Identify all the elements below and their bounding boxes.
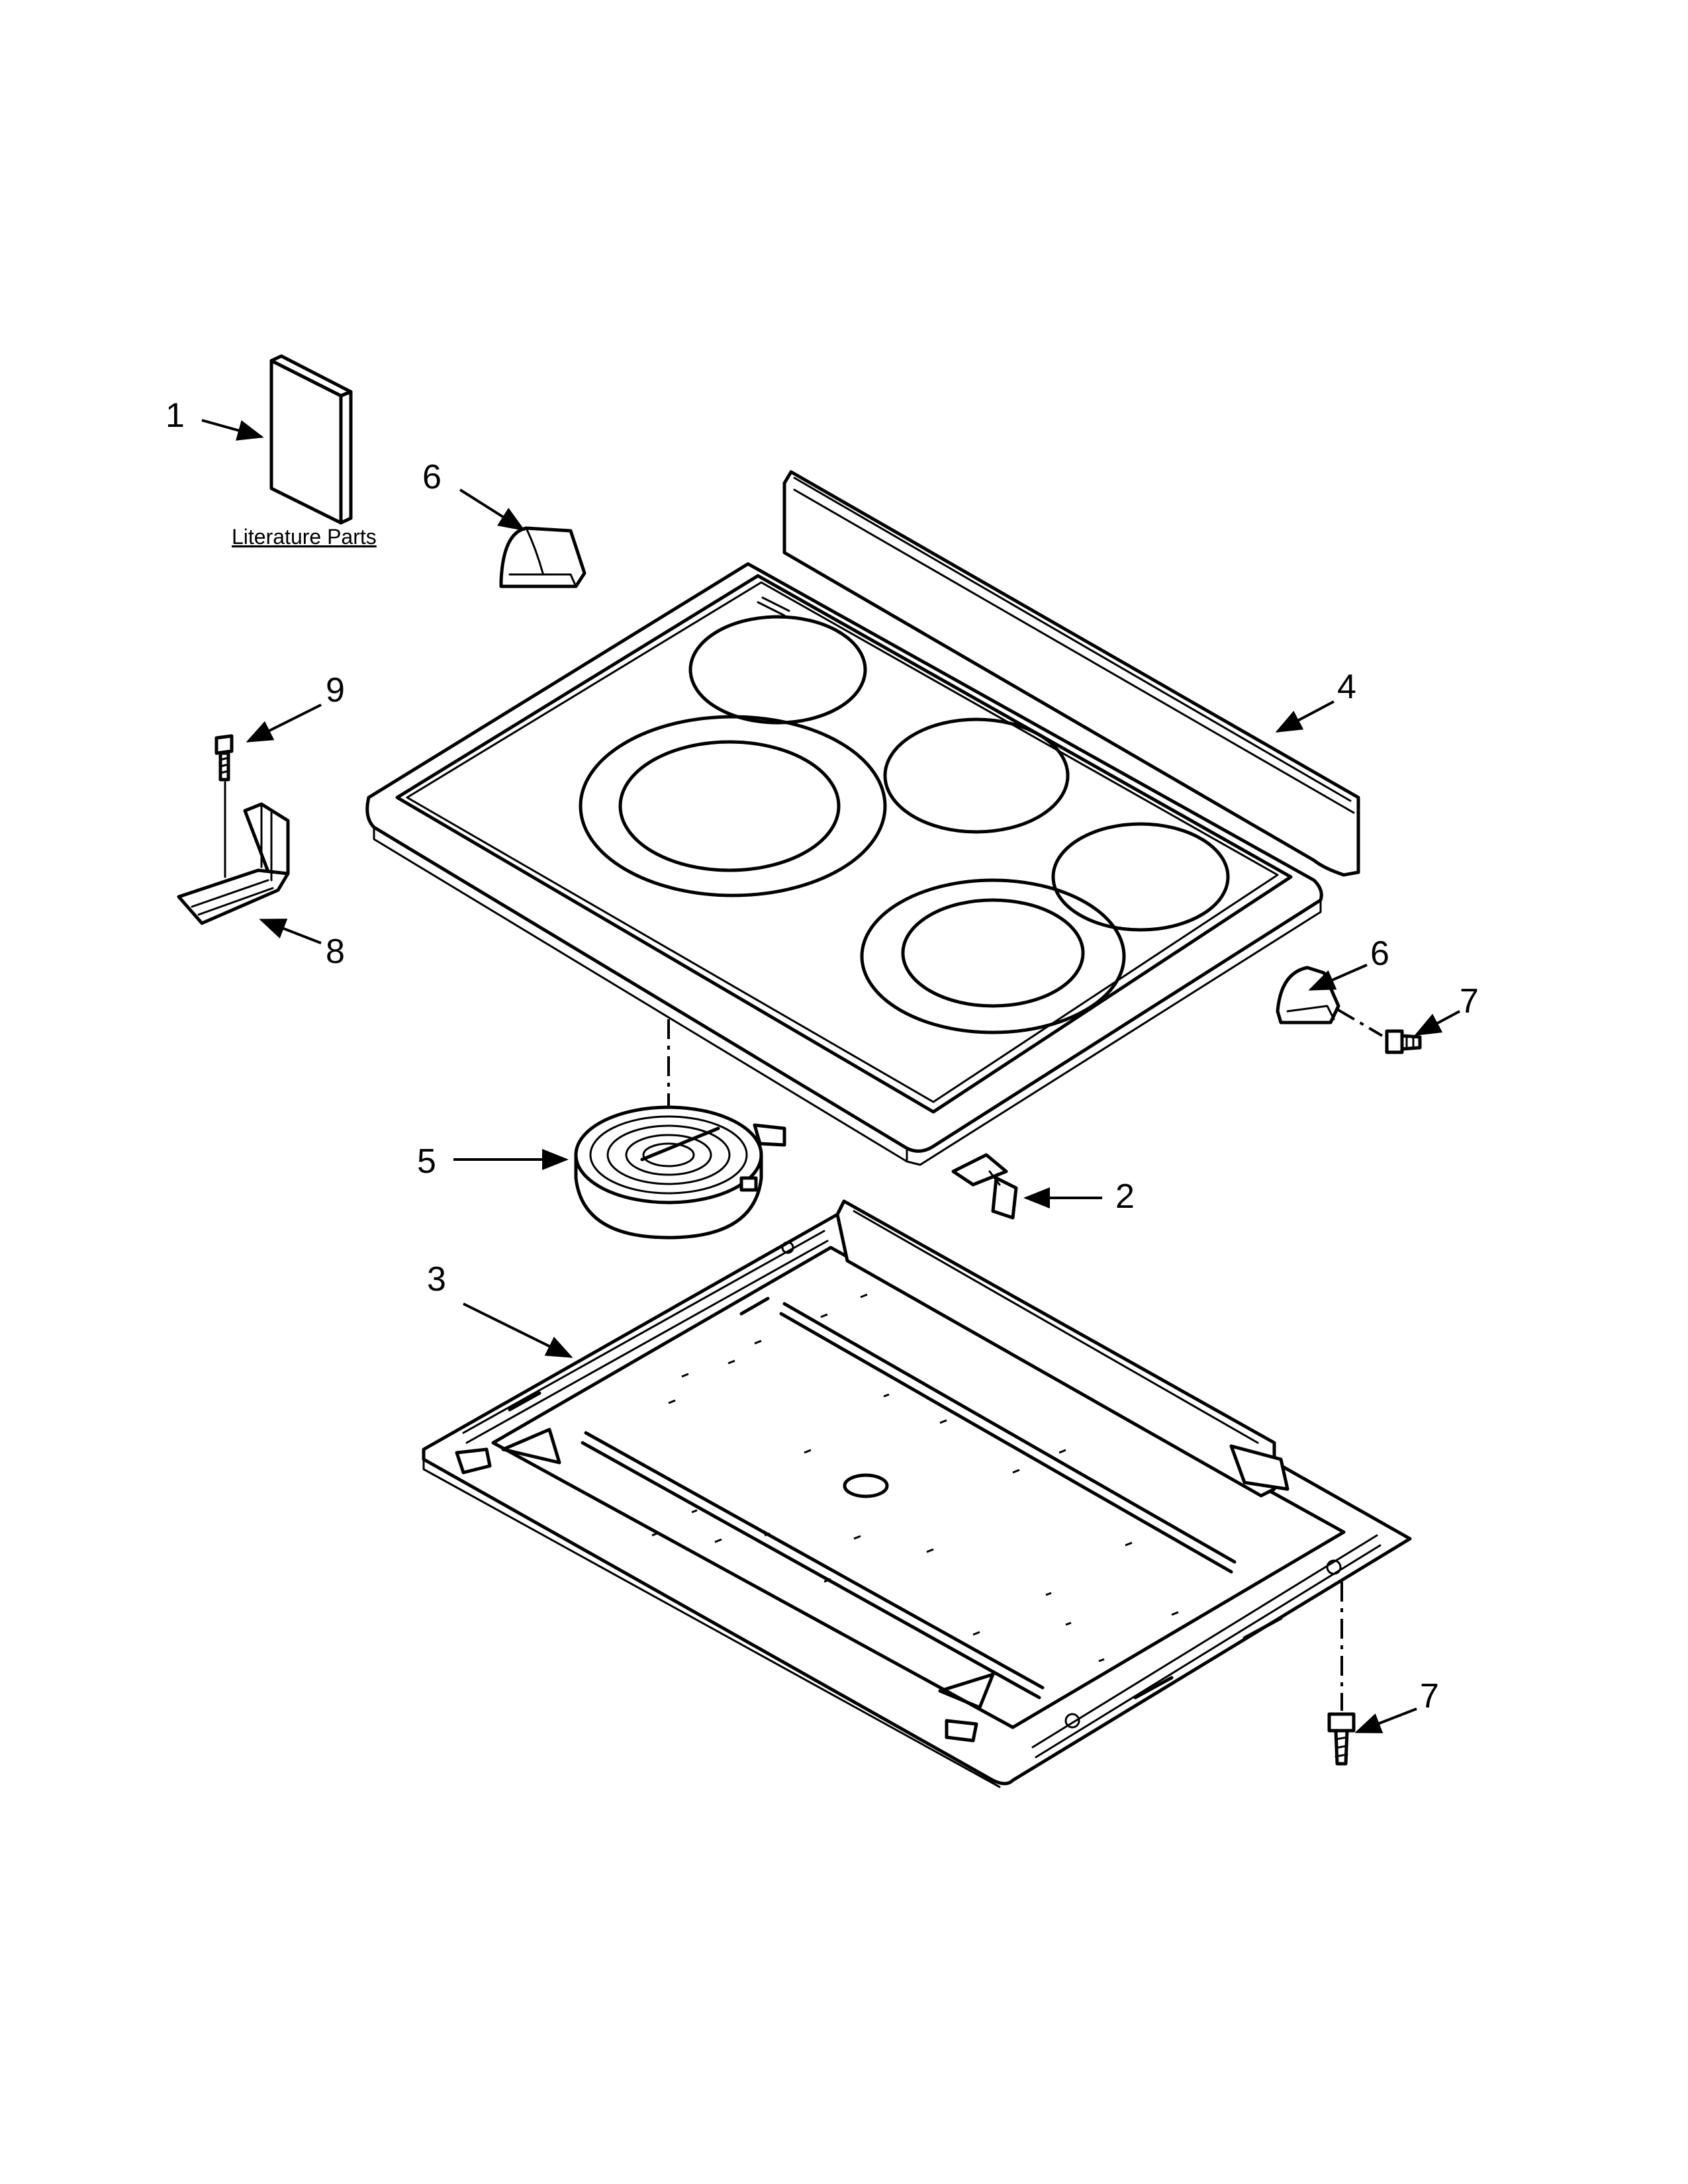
callout-5: 5 xyxy=(417,1142,436,1181)
literature-booklet xyxy=(269,354,353,525)
callout-8: 8 xyxy=(326,933,345,971)
radiant-element xyxy=(574,1105,786,1240)
callout-2: 2 xyxy=(1115,1177,1135,1216)
mounting-bracket xyxy=(177,802,290,925)
panel-dimples xyxy=(651,1293,1179,1662)
callout-6-upper: 6 xyxy=(422,458,442,496)
leader-1 xyxy=(201,419,264,441)
end-cap-right xyxy=(1276,966,1383,1037)
bracket-screw xyxy=(214,734,234,782)
callout-3: 3 xyxy=(427,1260,446,1298)
leader-9 xyxy=(246,704,322,743)
leader-6-right xyxy=(1308,964,1368,991)
leader-7-lower xyxy=(1354,1707,1417,1733)
leader-4 xyxy=(1275,700,1335,733)
screw-right-upper xyxy=(1385,1029,1422,1054)
cooktop-assembly xyxy=(365,470,1360,1166)
callout-4: 4 xyxy=(1337,668,1356,706)
leader-8 xyxy=(259,919,322,944)
leader-3 xyxy=(463,1302,573,1358)
burner-box xyxy=(422,1199,1412,1788)
callout-1: 1 xyxy=(165,396,185,435)
leader-7-upper xyxy=(1414,1010,1460,1036)
literature-parts-label: Literature Parts xyxy=(232,525,377,549)
leader-6-upper xyxy=(459,488,526,531)
end-cap-upper xyxy=(499,526,586,588)
screw-lower xyxy=(1327,1712,1356,1766)
callout-6-right: 6 xyxy=(1370,934,1389,973)
callout-9: 9 xyxy=(326,671,345,709)
clip xyxy=(951,1153,1018,1220)
callout-7-lower: 7 xyxy=(1420,1677,1439,1715)
callout-7-upper: 7 xyxy=(1460,982,1479,1021)
